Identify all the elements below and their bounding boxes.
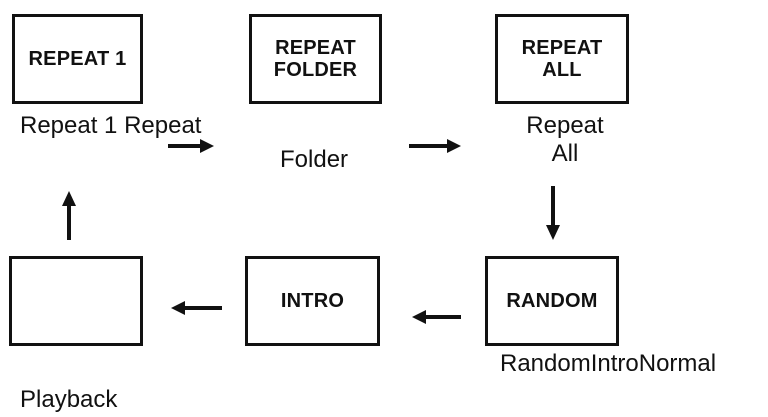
intro-box: INTRO: [245, 256, 380, 346]
arrow-left-1: [412, 310, 461, 324]
folder-caption: Folder: [280, 146, 349, 173]
arrow-down: [546, 186, 560, 240]
repeat-folder-box-label: REPEAT FOLDER: [273, 36, 358, 81]
intro-box-label: INTRO: [280, 289, 345, 312]
repeat-all-caption: Repeat All: [526, 112, 604, 168]
normal-playback-box: [9, 256, 143, 346]
repeat-1-box-label: REPEAT 1: [28, 47, 127, 70]
repeat-1-repeat-caption: Repeat 1 Repeat: [20, 112, 202, 139]
arrow-up: [62, 191, 76, 240]
random-box-label: RANDOM: [506, 289, 598, 312]
arrow-right-2: [409, 139, 461, 153]
arrow-left-2: [171, 301, 222, 315]
repeat-1-box: REPEAT 1: [12, 14, 143, 104]
repeat-all-box: REPEAT ALL: [495, 14, 629, 104]
repeat-folder-box: REPEAT FOLDER: [249, 14, 382, 104]
playback-caption: Playback: [20, 386, 118, 413]
random-intro-normal-caption: RandomIntroNormal: [500, 350, 717, 377]
random-box: RANDOM: [485, 256, 619, 346]
arrow-right-1: [168, 139, 214, 153]
repeat-all-box-label: REPEAT ALL: [521, 36, 603, 81]
